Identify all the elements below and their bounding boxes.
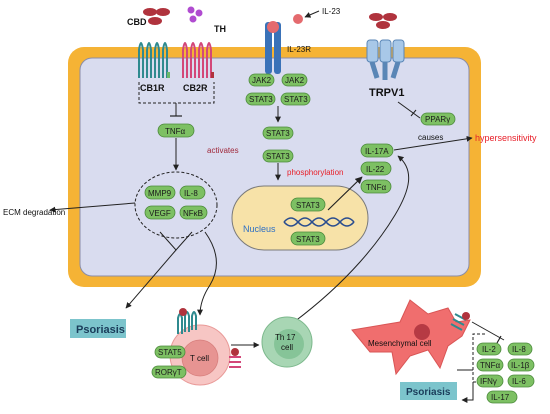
m-il17-pill bbox=[486, 390, 518, 404]
rorgt-pill bbox=[151, 365, 187, 379]
m-il2-pill bbox=[476, 342, 502, 356]
m-il1b-pill bbox=[507, 358, 535, 372]
receptor-dashed-bracket bbox=[138, 82, 215, 104]
nucleus-label: Nucleus bbox=[243, 224, 276, 234]
stat3-nucleus-top-pill bbox=[290, 197, 326, 212]
jak2-left-pill bbox=[248, 73, 275, 87]
cb1r-label: CB1R bbox=[140, 83, 165, 93]
ppar-pill bbox=[420, 112, 456, 126]
phosphorylation-label: phosphorylation bbox=[287, 168, 343, 177]
il8-pill bbox=[179, 185, 206, 200]
mmp9-pill bbox=[144, 185, 176, 200]
dna-helix-icon bbox=[283, 217, 355, 227]
svg-text:JAK2: JAK2 bbox=[252, 76, 272, 85]
trpv1-ligands bbox=[369, 13, 397, 29]
nucleus bbox=[231, 185, 369, 251]
cbd-molecules bbox=[143, 8, 170, 25]
stat3-right-pill bbox=[280, 92, 311, 106]
stat5-pill bbox=[154, 345, 186, 359]
svg-text:STAT3: STAT3 bbox=[284, 95, 308, 104]
vegf-pill bbox=[144, 205, 176, 220]
svg-text:cell: cell bbox=[281, 343, 293, 352]
mesenchymal-label: Mesenchymal cell bbox=[368, 339, 432, 348]
causes-label: causes bbox=[418, 133, 443, 142]
stat3-nucleus-bottom-pill bbox=[290, 231, 326, 246]
tnfa-mid-pill bbox=[360, 179, 392, 194]
jak2-right-pill bbox=[281, 73, 308, 87]
m-il8-pill bbox=[507, 342, 533, 356]
svg-text:IL-17: IL-17 bbox=[491, 393, 510, 402]
il23-molecule bbox=[293, 14, 303, 24]
stat3-left-pill bbox=[245, 92, 276, 106]
svg-text:VEGF: VEGF bbox=[149, 209, 171, 218]
tnfa-top-pill bbox=[157, 123, 195, 138]
svg-text:IFNγ: IFNγ bbox=[480, 377, 497, 386]
cb2r-receptor-icon bbox=[182, 42, 212, 78]
m-il6-pill bbox=[507, 374, 535, 388]
svg-text:STAT3: STAT3 bbox=[296, 201, 320, 210]
svg-text:STAT3: STAT3 bbox=[249, 95, 273, 104]
svg-text:IL-2: IL-2 bbox=[482, 345, 496, 354]
svg-text:IL-6: IL-6 bbox=[512, 377, 526, 386]
m-ifng-pill bbox=[476, 374, 504, 388]
psoriasis-right-box bbox=[400, 382, 457, 400]
il23-label: IL-23 bbox=[322, 7, 341, 16]
svg-text:IL-8: IL-8 bbox=[512, 345, 526, 354]
nfkb-pill bbox=[179, 205, 208, 220]
hypersensitivity-label: hypersensitivity bbox=[475, 133, 537, 143]
tcell-side-receptor-icon bbox=[229, 356, 241, 368]
svg-text:JAK2: JAK2 bbox=[285, 76, 305, 85]
svg-text:MMP9: MMP9 bbox=[148, 189, 172, 198]
svg-text:TNFα: TNFα bbox=[165, 127, 186, 136]
tcell-label: T cell bbox=[190, 354, 209, 363]
svg-text:PPARγ: PPARγ bbox=[425, 115, 450, 124]
svg-text:STAT3: STAT3 bbox=[296, 235, 320, 244]
svg-text:IL-1β: IL-1β bbox=[511, 361, 530, 370]
psoriasis-left-box bbox=[70, 319, 126, 338]
cbd-label: CBD bbox=[127, 17, 147, 27]
activates-label: activates bbox=[207, 146, 239, 155]
mesenchymal-cell bbox=[351, 299, 471, 376]
il17a-pill bbox=[360, 143, 394, 158]
cb1r-receptor-icon bbox=[138, 42, 168, 78]
th-molecules bbox=[187, 6, 203, 23]
svg-text:Psoriasis: Psoriasis bbox=[76, 324, 125, 336]
svg-text:NFκB: NFκB bbox=[183, 209, 203, 218]
mediator-cluster bbox=[134, 171, 218, 239]
svg-text:RORγT: RORγT bbox=[155, 368, 182, 377]
il23r-label: IL-23R bbox=[287, 45, 311, 54]
svg-text:Psoriasis: Psoriasis bbox=[406, 387, 451, 398]
m-tnfa-pill bbox=[476, 358, 504, 372]
cb2r-label: CB2R bbox=[183, 83, 208, 93]
ecm-degradation-label: ECM degradation bbox=[3, 208, 65, 217]
il23r-receptor-icon bbox=[265, 21, 281, 74]
th17-label: Th 17 bbox=[275, 333, 296, 342]
svg-text:IL-17A: IL-17A bbox=[365, 147, 389, 156]
svg-text:TNFα: TNFα bbox=[366, 183, 387, 192]
svg-text:TNFα: TNFα bbox=[480, 361, 501, 370]
trpv1-label: TRPV1 bbox=[369, 87, 404, 99]
svg-text:IL-8: IL-8 bbox=[184, 189, 198, 198]
il22-pill bbox=[360, 161, 392, 176]
svg-text:STAT5: STAT5 bbox=[158, 348, 182, 357]
trpv1-channel-icon bbox=[366, 39, 405, 80]
svg-text:STAT3: STAT3 bbox=[266, 129, 290, 138]
svg-text:IL-22: IL-22 bbox=[366, 165, 385, 174]
stat3-lower-pill bbox=[262, 149, 294, 163]
svg-text:STAT3: STAT3 bbox=[266, 152, 290, 161]
stat3-mid-pill bbox=[262, 126, 294, 140]
th-label: TH bbox=[214, 24, 226, 34]
